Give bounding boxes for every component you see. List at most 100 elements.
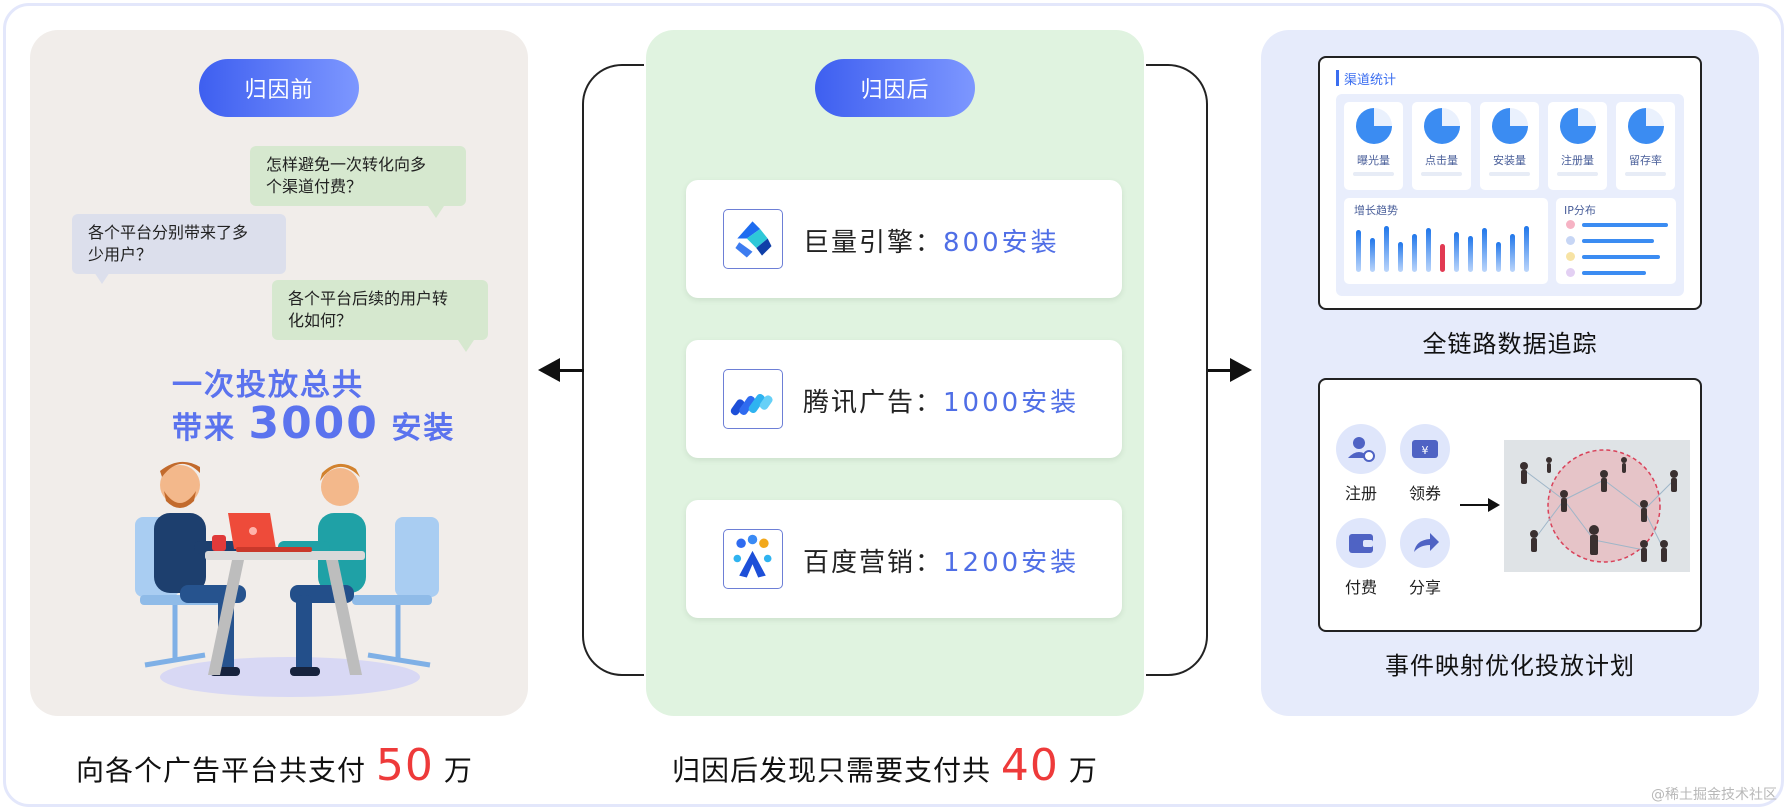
metric-label: 点击量 [1425, 154, 1458, 167]
trend-bar [1454, 232, 1459, 272]
after-payment-amount: 40 [1000, 740, 1059, 791]
channel-stats-dashboard: 渠道统计 曝光量 点击量 安装量 注册量 留存率 增长趋势 [1318, 56, 1702, 310]
ip-distribution-card: IP分布 [1556, 198, 1676, 284]
question-bubble-2: 各个平台分别带来了多 少用户？ [72, 214, 286, 274]
before-payment-unit: 万 [443, 754, 473, 787]
metric-bar [1353, 172, 1394, 176]
trend-bar [1510, 234, 1515, 272]
pie-chart-icon [1424, 108, 1460, 144]
metric-bar [1625, 172, 1666, 176]
legend-dot [1566, 236, 1575, 245]
audience-network-image [1504, 440, 1690, 572]
meeting-illustration [135, 461, 439, 697]
bubble-1-tail [428, 206, 444, 218]
channel-installs: 800安装 [943, 228, 1060, 258]
metric-bar [1557, 172, 1598, 176]
dashboard-body: 曝光量 点击量 安装量 注册量 留存率 增长趋势 [1336, 94, 1684, 296]
coupon-icon: ¥ [1400, 424, 1450, 474]
ip-distribution-title: IP分布 [1564, 204, 1596, 217]
metric-bar [1421, 172, 1462, 176]
pie-chart-icon [1628, 108, 1664, 144]
headline-prefix: 带来 [172, 411, 236, 446]
bubble-3-line-2: 化如何？ [288, 311, 353, 330]
metric-label: 曝光量 [1357, 154, 1390, 167]
right-bracket [1146, 64, 1208, 676]
legend-dot [1566, 220, 1575, 229]
bubble-3-line-1: 各个平台后续的用户转 [288, 289, 449, 308]
metric-label: 注册量 [1561, 154, 1594, 167]
after-payment-summary: 归因后发现只需要支付共 40 万 [672, 740, 1098, 791]
metric-card: 安装量 [1480, 102, 1539, 190]
bubble-1-line-1: 怎样避免一次转化向多 [266, 155, 427, 174]
event-mapping-caption: 事件映射优化投放计划 [1385, 652, 1635, 680]
before-attribution-pill: 归因前 [199, 59, 359, 117]
event-label-register: 注册 [1344, 484, 1377, 503]
growth-trend-title: 增长趋势 [1354, 204, 1398, 217]
bubble-3-tail [458, 340, 474, 352]
channel-installs: 1000安装 [943, 388, 1080, 418]
metric-card: 点击量 [1412, 102, 1471, 190]
dashboard-title: 渠道统计 [1344, 73, 1397, 88]
event-label-coupon: 领券 [1408, 484, 1441, 503]
metric-card: 留存率 [1616, 102, 1675, 190]
trend-bar [1412, 234, 1417, 272]
dashboard-title-marker [1336, 70, 1339, 86]
headline-line-1: 一次投放总共 [172, 368, 364, 403]
headline-line-2: 带来 3000 安装 [172, 398, 455, 449]
full-link-tracking-caption: 全链路数据追踪 [1422, 330, 1598, 358]
svg-text:¥: ¥ [1422, 444, 1429, 457]
channel-card-juliang: 巨量引擎：800安装 [686, 180, 1122, 298]
baidu-marketing-logo-icon [723, 529, 783, 589]
channel-name: 百度营销： [803, 548, 944, 578]
event-arrow-line [1460, 504, 1490, 506]
watermark: @稀土掘金技术社区 [1651, 787, 1777, 803]
arrow-left-line [556, 369, 584, 372]
event-label-share: 分享 [1408, 578, 1441, 597]
event-mapping-panel: 注册 ¥ 领券 付费 分享 [1318, 378, 1702, 632]
metric-bar [1489, 172, 1530, 176]
ip-bar [1582, 239, 1654, 243]
headline-unit: 安装 [391, 411, 456, 446]
ip-bar [1582, 271, 1646, 275]
trend-bar [1468, 236, 1473, 272]
channel-installs: 1200安装 [943, 548, 1080, 578]
pie-chart-icon [1560, 108, 1596, 144]
arrow-right-icon [1230, 358, 1252, 382]
channel-name: 腾讯广告： [803, 388, 944, 418]
growth-trend-card: 增长趋势 [1344, 198, 1548, 284]
arrow-right-line [1208, 369, 1234, 372]
ip-bar [1582, 223, 1668, 227]
question-bubble-1: 怎样避免一次转化向多 个渠道付费？ [250, 146, 466, 206]
pie-chart-icon [1356, 108, 1392, 144]
ip-bar [1582, 255, 1660, 259]
pie-chart-icon [1492, 108, 1528, 144]
after-payment-prefix: 归因后发现只需要支付共 [672, 754, 992, 787]
metric-label: 安装量 [1493, 154, 1526, 167]
bubble-2-tail [94, 272, 110, 284]
trend-bar [1482, 228, 1487, 272]
headline-number: 3000 [248, 398, 379, 449]
event-label-pay: 付费 [1344, 578, 1377, 597]
legend-dot [1566, 252, 1575, 261]
tencent-ads-logo-icon [723, 369, 783, 429]
juliang-engine-logo-icon [723, 209, 783, 269]
arrow-left-icon [538, 358, 560, 382]
trend-bar [1398, 242, 1403, 272]
trend-bar [1496, 242, 1501, 272]
metric-card: 注册量 [1548, 102, 1607, 190]
trend-bar [1370, 238, 1375, 272]
channel-card-baidu: 百度营销：1200安装 [686, 500, 1122, 618]
wallet-pay-icon [1336, 518, 1386, 568]
outer-frame [3, 3, 1784, 807]
share-icon [1400, 518, 1450, 568]
register-user-icon [1336, 424, 1386, 474]
channel-name: 巨量引擎： [803, 228, 944, 258]
trend-bar [1524, 226, 1529, 272]
channel-card-baidu-text: 百度营销：1200安装 [803, 542, 1079, 579]
before-attribution-panel [30, 30, 528, 716]
after-attribution-pill: 归因后 [815, 59, 975, 117]
trend-bar-highlight [1440, 244, 1445, 272]
legend-dot [1566, 268, 1575, 277]
growth-trend-bars [1356, 220, 1536, 272]
before-payment-amount: 50 [375, 740, 434, 791]
